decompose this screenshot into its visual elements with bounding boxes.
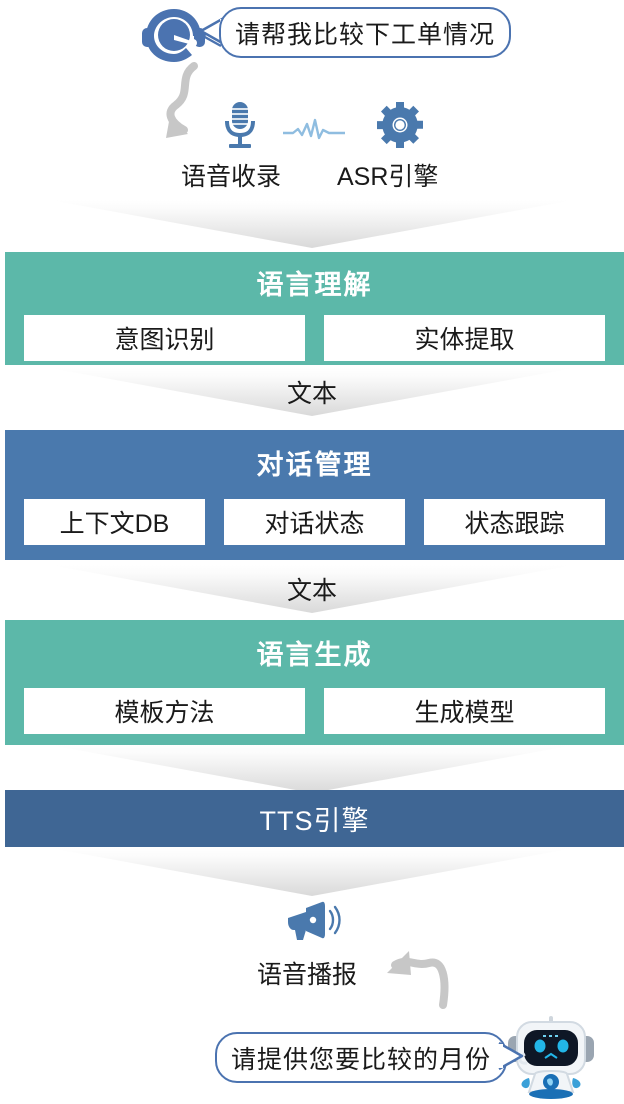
curved-arrow-down-icon — [152, 60, 224, 145]
connector-arrow — [50, 368, 574, 416]
sub-box-template-method[interactable]: 模板方法 — [24, 688, 305, 734]
module-language-understanding: 语言理解 意图识别 实体提取 — [5, 252, 624, 365]
sub-box-context-db[interactable]: 上下文DB — [24, 499, 205, 545]
megaphone-icon — [286, 900, 344, 942]
gear-icon — [376, 101, 424, 149]
connector-arrow — [50, 848, 574, 896]
curved-arrow-up-icon — [385, 945, 465, 1017]
robot-icon — [505, 1014, 597, 1099]
connector-1 — [0, 200, 624, 250]
connector-arrow — [50, 200, 574, 248]
microphone-icon — [219, 101, 261, 149]
sub-box-generative-model[interactable]: 生成模型 — [324, 688, 605, 734]
module-language-generation: 语言生成 模板方法 生成模型 — [5, 620, 624, 745]
connector-2: 文本 — [0, 368, 624, 418]
connector-arrow — [50, 745, 574, 793]
sub-box-intent-recognition[interactable]: 意图识别 — [24, 315, 305, 361]
voice-capture-label: 语音收录 — [181, 163, 282, 191]
module-3-title: 语言生成 — [256, 640, 373, 670]
module-dialog-management: 对话管理 上下文DB 对话状态 状态跟踪 — [5, 430, 624, 560]
user-bubble-text: 请帮我比较下工单情况 — [234, 20, 495, 49]
sub-box-state-tracking[interactable]: 状态跟踪 — [424, 499, 605, 545]
sub-box-dialog-state[interactable]: 对话状态 — [224, 499, 405, 545]
asr-engine-label: ASR引擎 — [337, 163, 439, 191]
waveform-icon — [283, 118, 345, 142]
module-1-title: 语言理解 — [256, 270, 373, 300]
voice-broadcast-label: 语音播报 — [257, 961, 358, 989]
module-2-title: 对话管理 — [256, 450, 373, 480]
connector-3: 文本 — [0, 565, 624, 615]
connector-arrow — [50, 565, 574, 613]
user-speech-bubble: 请帮我比较下工单情况 — [219, 7, 511, 58]
bubble-tail-bottom — [497, 1041, 525, 1071]
bot-bubble-text: 请提供您要比较的月份 — [230, 1045, 491, 1074]
connector-4 — [0, 745, 624, 795]
headset-icon — [141, 6, 223, 62]
bot-speech-bubble: 请提供您要比较的月份 — [215, 1032, 507, 1083]
sub-box-entity-extraction[interactable]: 实体提取 — [324, 315, 605, 361]
connector-5 — [0, 848, 624, 898]
tts-engine-title: TTS引擎 — [259, 806, 370, 836]
tts-engine-bar: TTS引擎 — [5, 790, 624, 847]
